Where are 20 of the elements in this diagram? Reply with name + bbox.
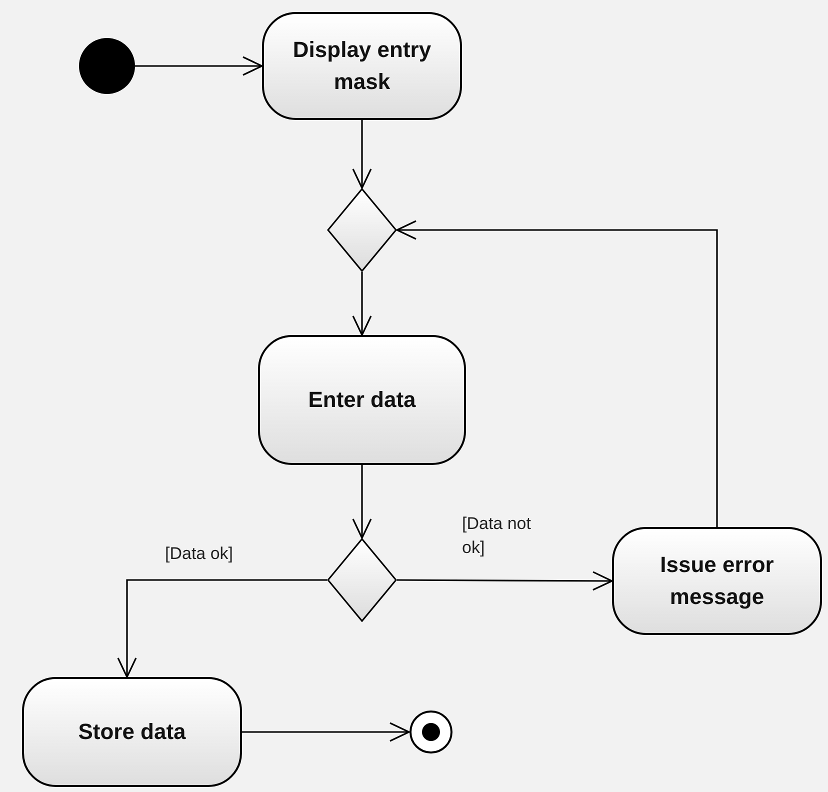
action-label: Store data	[78, 718, 186, 746]
action-label: Display entry mask	[292, 36, 432, 96]
arrow	[352, 272, 372, 336]
arrow	[396, 220, 718, 527]
arrow	[397, 571, 613, 591]
final-node	[409, 710, 453, 754]
decision-diamond	[327, 538, 397, 622]
action-box	[262, 12, 462, 120]
action-box	[22, 677, 242, 787]
arrow	[352, 465, 372, 539]
initial-node	[79, 38, 135, 94]
decision-diamond	[327, 188, 397, 272]
action-box	[258, 335, 466, 465]
action-box	[612, 527, 822, 635]
arrow	[352, 120, 372, 189]
arrow	[117, 579, 327, 678]
arrow	[242, 722, 410, 742]
arrow	[135, 56, 263, 76]
action-label: Issue error message	[659, 551, 775, 611]
action-label: Enter data	[308, 386, 416, 414]
